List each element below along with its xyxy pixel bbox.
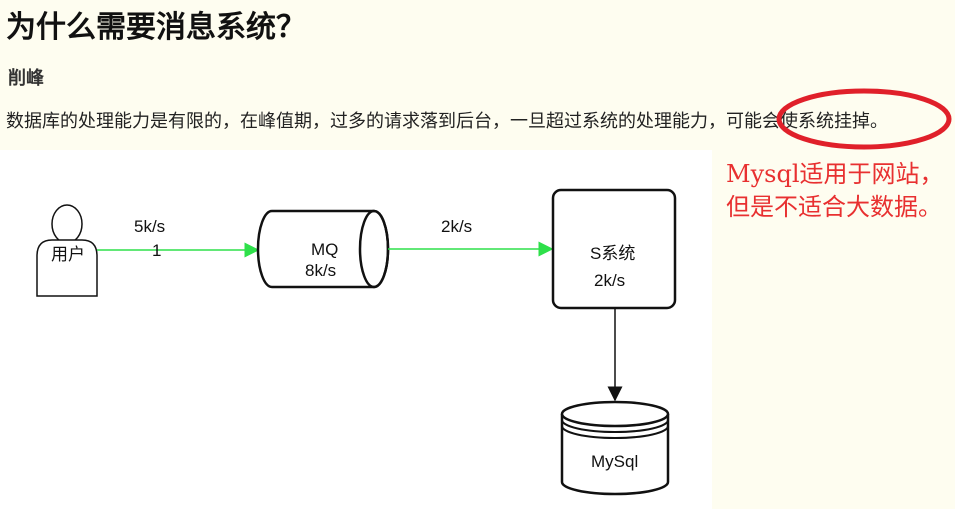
- user-to-mq-rate: 5k/s: [134, 217, 166, 236]
- red-annotation: Mysql适用于网站，但是不适合大数据。: [726, 160, 944, 221]
- mq-queue-shape: [256, 209, 390, 289]
- paragraph-text: 数据库的处理能力是有限的，在峰值期，过多的请求落到后台，一旦超过系统的处理能力，: [6, 111, 726, 132]
- circled-text: 可能会使系统挂掉。: [726, 111, 888, 132]
- diagram-canvas: [36, 188, 677, 496]
- mq-to-s-rate: 2k/s: [441, 217, 473, 236]
- page-title: 为什么需要消息系统？: [6, 10, 306, 45]
- s-system-rate: 2k/s: [594, 271, 626, 290]
- flow-diagram: 用户 5k/s 1 MQ 8k/s 2k/s S系统 2k/s MySql: [0, 150, 712, 509]
- mq-label: MQ: [311, 240, 339, 259]
- user-icon: [36, 204, 98, 297]
- paragraph: 数据库的处理能力是有限的，在峰值期，过多的请求落到后台，一旦超过系统的处理能力，…: [6, 107, 888, 133]
- red-highlight-ellipse: [776, 88, 952, 150]
- mq-rate: 8k/s: [305, 261, 337, 280]
- s-system-label: S系统: [590, 244, 636, 263]
- s-system-box: [551, 188, 677, 310]
- section-title: 削峰: [8, 68, 44, 89]
- user-label: 用户: [51, 245, 85, 264]
- mysql-label: MySql: [591, 452, 639, 471]
- mysql-db-shape: [560, 400, 670, 496]
- user-to-mq-count: 1: [152, 241, 162, 260]
